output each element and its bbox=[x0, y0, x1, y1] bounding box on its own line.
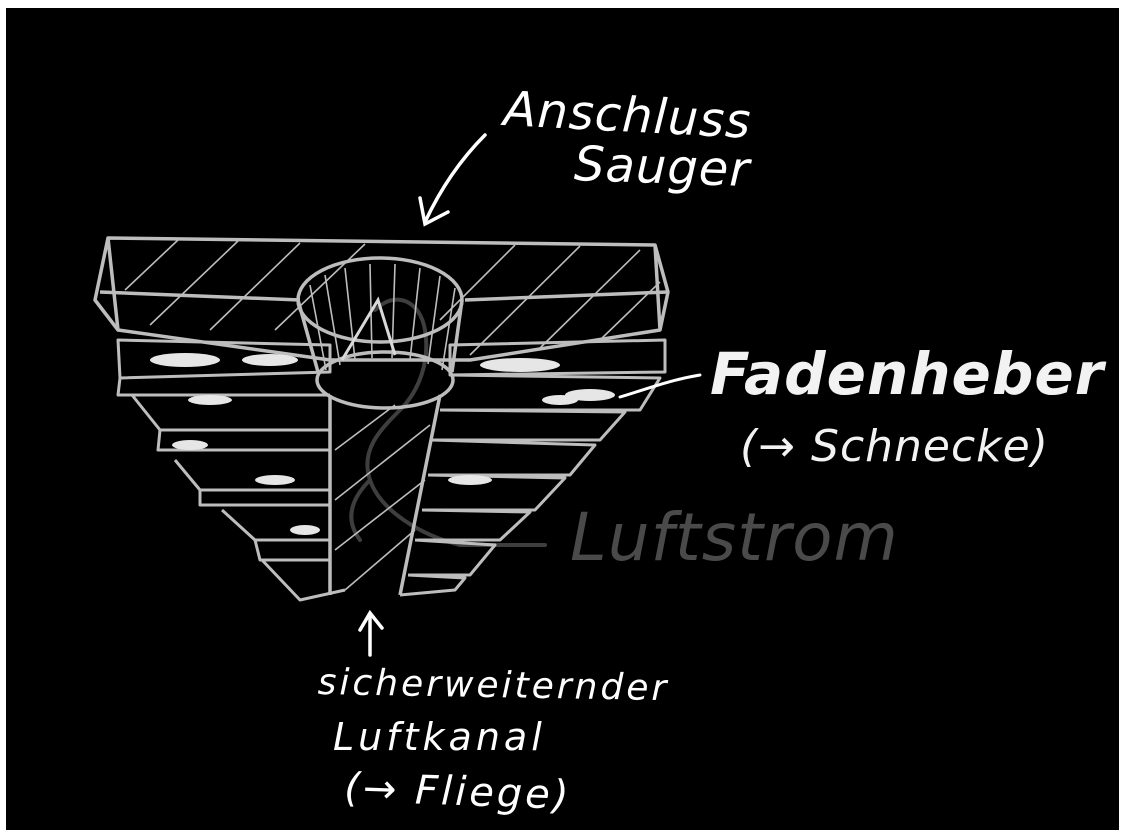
label-sicherweiternder: sicherweiternder bbox=[317, 665, 669, 707]
label-luftkanal: Luftkanal bbox=[333, 718, 546, 756]
airflow-swirl bbox=[351, 300, 545, 545]
label-anschluss: Anschluss bbox=[502, 85, 752, 146]
label-luftstrom: Luftstrom bbox=[570, 505, 899, 571]
label-fliege: (→ Fliege) bbox=[344, 768, 573, 816]
arrow-up-icon bbox=[360, 613, 382, 655]
label-fadenheber: Fadenheber bbox=[710, 345, 1104, 403]
label-schnecke: (→ Schnecke) bbox=[740, 425, 1049, 469]
arrow-down-left-icon bbox=[420, 135, 485, 224]
left-lamellae bbox=[118, 340, 345, 600]
label-sauger: Sauger bbox=[573, 140, 751, 194]
suction-connector bbox=[298, 258, 462, 408]
